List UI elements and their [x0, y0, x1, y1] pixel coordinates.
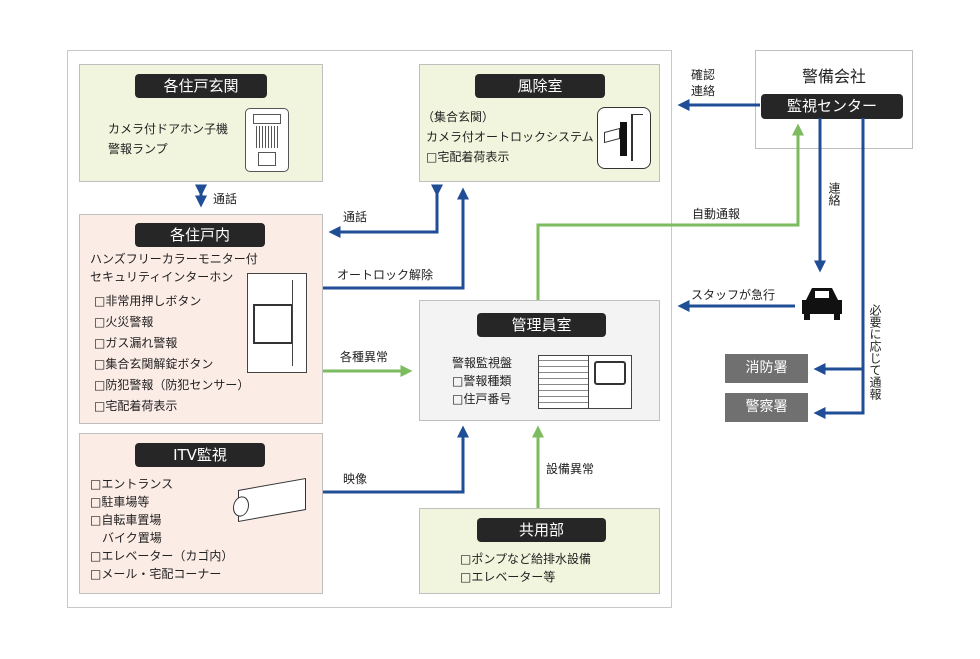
monitor-icon: [588, 355, 632, 409]
itv-title: ITV監視: [135, 443, 265, 467]
manager-line: □住戸番号: [452, 392, 512, 406]
vestibule-line: （集合玄関）: [422, 110, 495, 124]
door-phone-icon: [245, 108, 289, 172]
unit-box: 各住戸内 ハンズフリーカラーモニター付 セキュリティインターホン □非常用押しボ…: [79, 214, 323, 424]
vestibule-line: □宅配着荷表示: [426, 150, 510, 164]
label-confirm: 確認連絡: [691, 68, 716, 98]
label-report: 必要に応じて通報: [868, 304, 882, 400]
itv-line: □エントランス: [90, 477, 174, 491]
monitoring-center: 監視センター: [761, 94, 903, 119]
common-line: □ポンプなど給排水設備: [460, 552, 591, 566]
entrance-title: 各住戸玄関: [135, 74, 267, 98]
label-staff: スタッフが急行: [691, 288, 776, 302]
itv-line: □エレベーター（カゴ内）: [90, 549, 234, 563]
label-auto-report: 自動通報: [692, 207, 741, 221]
arrow-auto-report: [536, 123, 804, 300]
vestibule-box: 風除室 （集合玄関） カメラ付オートロックシステム □宅配着荷表示: [419, 64, 660, 182]
label-call-vertical: 通話: [213, 192, 238, 206]
unit-line: ハンズフリーカラーモニター付: [90, 252, 258, 266]
itv-line: □メール・宅配コーナー: [90, 567, 222, 581]
entrance-line: 警報ランプ: [108, 142, 168, 156]
company-name: 警備会社: [801, 67, 866, 86]
entrance-line: カメラ付ドアホン子機: [108, 122, 229, 136]
arrow-report: [813, 118, 865, 419]
unit-line: □ガス漏れ警報: [94, 336, 178, 350]
label-video: 映像: [343, 472, 368, 486]
label-call: 通話: [343, 210, 368, 224]
arrow-autolock: [323, 187, 469, 290]
manager-title: 管理員室: [477, 313, 606, 337]
arrow-video: [323, 425, 469, 494]
manager-line: □警報種類: [452, 374, 512, 388]
arrow-call: [328, 184, 443, 238]
itv-line: □駐車場等: [90, 495, 150, 509]
label-equipment: 設備異常: [546, 462, 595, 476]
vestibule-title: 風除室: [475, 74, 605, 98]
police-station: 警察署: [725, 393, 808, 422]
label-autolock: オートロック解除: [337, 268, 434, 282]
unit-line: □宅配着荷表示: [94, 399, 178, 413]
fire-station: 消防署: [725, 354, 808, 383]
unit-title: 各住戸内: [135, 223, 265, 247]
building-frame: [67, 50, 672, 608]
autolock-person-icon: [597, 107, 651, 169]
intercom-monitor-icon: [247, 273, 307, 373]
unit-line: セキュリティインターホン: [90, 270, 234, 284]
entrance-box: 各住戸玄関 カメラ付ドアホン子機 警報ランプ: [79, 64, 323, 182]
common-line: □エレベーター等: [460, 570, 556, 584]
manager-line: 警報監視盤: [452, 356, 513, 370]
manager-box: 管理員室 警報監視盤 □警報種類 □住戸番号: [419, 300, 660, 421]
unit-line: □火災警報: [94, 315, 154, 329]
vestibule-line: カメラ付オートロックシステム: [426, 130, 594, 144]
common-box: 共用部 □ポンプなど給排水設備 □エレベーター等: [419, 508, 660, 594]
unit-line: □防犯警報（防犯センサー）: [94, 378, 250, 392]
unit-line: □集合玄関解錠ボタン: [94, 357, 214, 371]
unit-line: □非常用押しボタン: [94, 294, 202, 308]
security-company-box: 警備会社 監視センター: [755, 50, 913, 149]
label-alarms: 各種異常: [340, 350, 389, 364]
common-title: 共用部: [477, 518, 606, 542]
itv-box: ITV監視 □エントランス □駐車場等 □自転車置場 バイク置場 □エレベーター…: [79, 433, 323, 594]
itv-line: バイク置場: [90, 531, 162, 545]
itv-line: □自転車置場: [90, 513, 162, 527]
car-icon: [802, 288, 842, 320]
label-contact: 連絡: [827, 182, 841, 206]
